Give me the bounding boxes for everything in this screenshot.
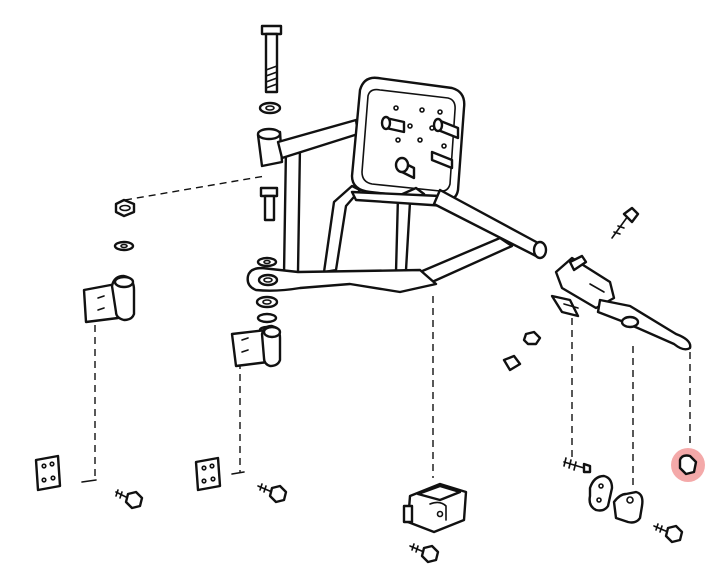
- washer-top[interactable]: [258, 101, 282, 115]
- hinge-bracket-left[interactable]: [82, 274, 136, 324]
- bolt-lower-left[interactable]: [115, 489, 144, 510]
- plate-spacer-middle: [231, 471, 245, 475]
- bolt-lower-center[interactable]: [409, 543, 440, 564]
- screw-right[interactable]: [563, 457, 592, 474]
- washer-middle[interactable]: [256, 256, 278, 268]
- latch-housing[interactable]: [554, 254, 616, 310]
- plate-spacer-left: [81, 479, 97, 483]
- latch-bolt-diagonal[interactable]: [611, 206, 640, 239]
- bolt-lower-right[interactable]: [653, 523, 684, 544]
- short-bolt[interactable]: [259, 186, 279, 222]
- bolt-lower-middle[interactable]: [257, 483, 288, 504]
- plate-right-small[interactable]: [588, 474, 614, 512]
- highlighted-clip-part[interactable]: [671, 448, 705, 482]
- rubber-mount-center[interactable]: [402, 482, 468, 534]
- flange-nut-left[interactable]: [114, 198, 136, 218]
- square-nut[interactable]: [502, 354, 522, 372]
- small-nut[interactable]: [522, 330, 542, 346]
- hinge-bracket-middle[interactable]: [230, 324, 282, 368]
- mounting-plate-left[interactable]: [34, 454, 62, 492]
- washer-left[interactable]: [113, 240, 135, 252]
- long-bolt[interactable]: [260, 24, 283, 94]
- bracket-right-small[interactable]: [612, 490, 644, 524]
- assembly-guide-lines: [94, 175, 691, 486]
- main-bracket-frame[interactable]: [246, 76, 548, 294]
- latch-pin-spring[interactable]: [550, 294, 580, 318]
- mounting-plate-middle[interactable]: [194, 456, 222, 492]
- latch-lever[interactable]: [596, 298, 692, 351]
